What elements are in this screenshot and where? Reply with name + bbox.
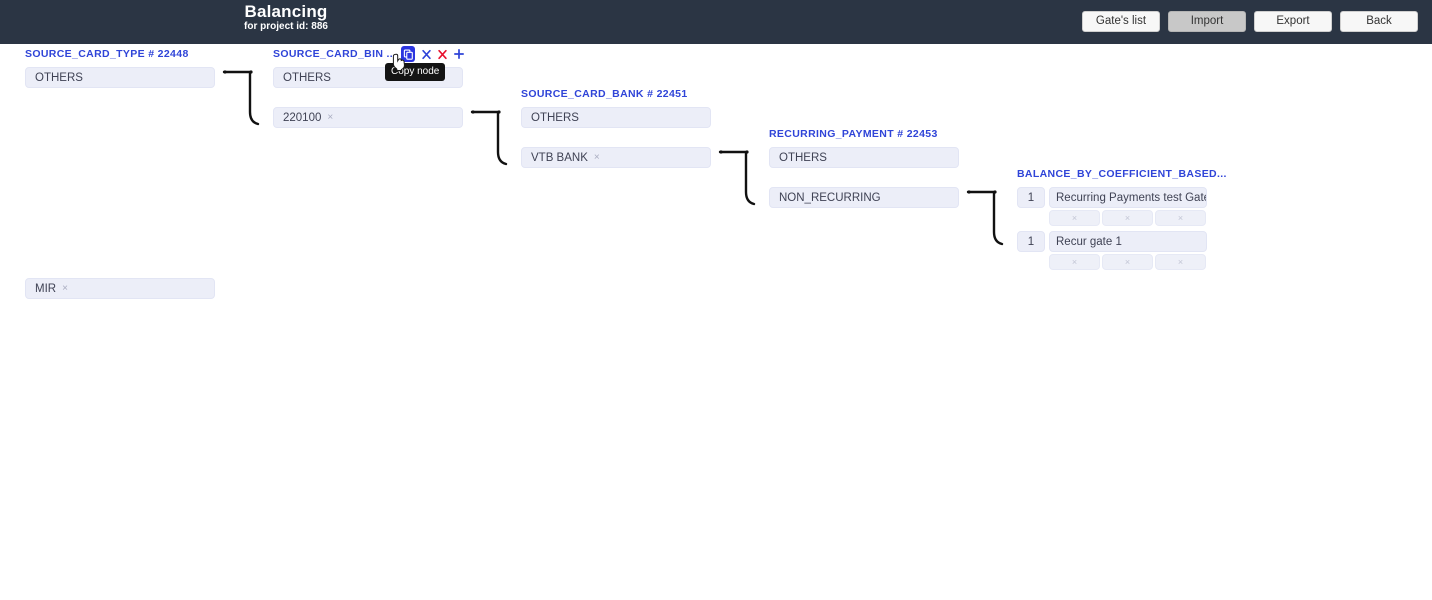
gate-body: Recur gate 1 × × × — [1049, 231, 1207, 270]
gate-slot-remove-icon[interactable]: × — [1124, 213, 1131, 223]
node-label: VTB BANK — [531, 151, 588, 164]
gate-row: 1 Recur gate 1 × × × — [1017, 231, 1212, 270]
column-header-source-card-bank: SOURCE_CARD_BANK # 22451 — [521, 86, 713, 102]
column-title: SOURCE_CARD_TYPE # 22448 — [25, 48, 189, 60]
column-title: SOURCE_CARD_BANK # 22451 — [521, 88, 688, 100]
gate-body: Recurring Payments test Gate × × × — [1049, 187, 1207, 226]
node-label: OTHERS — [35, 71, 83, 84]
top-bar: Balancing for project id: 886 Gate's lis… — [0, 0, 1432, 44]
node-label: OTHERS — [531, 111, 579, 124]
connector-col4-gates — [966, 190, 1004, 246]
balancing-tree-canvas: SOURCE_CARD_TYPE # 22448 OTHERS MIR × SO… — [0, 44, 1432, 600]
node-label: OTHERS — [779, 151, 827, 164]
add-node-icon[interactable] — [453, 48, 465, 61]
export-button[interactable]: Export — [1254, 11, 1332, 32]
gate-name[interactable]: Recurring Payments test Gate — [1049, 187, 1207, 208]
column-header-recurring-payment: RECURRING_PAYMENT # 22453 — [769, 126, 961, 142]
column-recurring-payment: RECURRING_PAYMENT # 22453 OTHERS NON_REC… — [769, 126, 961, 208]
gate-slot-remove-icon[interactable]: × — [1177, 213, 1184, 223]
column-source-card-type: SOURCE_CARD_TYPE # 22448 OTHERS MIR × — [25, 46, 217, 299]
node-chip[interactable]: MIR × — [25, 278, 215, 299]
connector-col2-col3 — [470, 110, 508, 166]
gate-slot[interactable]: × — [1155, 210, 1206, 226]
gate-slot-remove-icon[interactable]: × — [1071, 257, 1078, 267]
column-header-balance-by-coefficient: BALANCE_BY_COEFFICIENT_BASED... — [1017, 166, 1226, 182]
column-title: RECURRING_PAYMENT # 22453 — [769, 128, 938, 140]
gate-slot[interactable]: × — [1102, 210, 1153, 226]
node-chip[interactable]: OTHERS — [769, 147, 959, 168]
node-label: MIR — [35, 282, 57, 295]
gate-weight-input[interactable]: 1 — [1017, 187, 1045, 208]
remove-node-icon[interactable]: × — [62, 283, 68, 294]
gate-slot[interactable]: × — [1049, 210, 1100, 226]
copy-node-tooltip: Copy node — [385, 63, 446, 81]
gate-slot[interactable]: × — [1102, 254, 1153, 270]
node-chip[interactable]: NON_RECURRING — [769, 187, 959, 208]
gate-slot-remove-icon[interactable]: × — [1177, 257, 1184, 267]
back-button[interactable]: Back — [1340, 11, 1418, 32]
gate-slot-row: × × × — [1049, 210, 1207, 226]
column-source-card-bank: SOURCE_CARD_BANK # 22451 OTHERS VTB BANK… — [521, 86, 713, 168]
node-label: 220100 — [283, 111, 322, 124]
gate-slot-row: × × × — [1049, 254, 1207, 270]
connector-col3-col4 — [718, 150, 756, 206]
gate-slot-remove-icon[interactable]: × — [1071, 213, 1078, 223]
cut-node-icon[interactable] — [420, 48, 431, 61]
gate-name[interactable]: Recur gate 1 — [1049, 231, 1207, 252]
import-button[interactable]: Import — [1168, 11, 1246, 32]
node-chip[interactable]: 220100 × — [273, 107, 463, 128]
column-header-source-card-type: SOURCE_CARD_TYPE # 22448 — [25, 46, 217, 62]
gate-weight-input[interactable]: 1 — [1017, 231, 1045, 252]
gate-row: 1 Recurring Payments test Gate × × × — [1017, 187, 1212, 226]
node-label: NON_RECURRING — [779, 191, 881, 204]
column-title: BALANCE_BY_COEFFICIENT_BASED... — [1017, 168, 1227, 180]
gate-slot[interactable]: × — [1049, 254, 1100, 270]
header-actions: Gate's list Import Export Back — [1082, 11, 1418, 32]
gate-slot-remove-icon[interactable]: × — [1124, 257, 1131, 267]
column-title: SOURCE_CARD_BIN ... — [273, 48, 397, 60]
node-chip[interactable]: OTHERS — [521, 107, 711, 128]
connector-col1-col2 — [222, 70, 260, 126]
remove-node-icon[interactable]: × — [327, 112, 334, 123]
gate-slot[interactable]: × — [1155, 254, 1206, 270]
node-chip[interactable]: OTHERS — [25, 67, 215, 88]
copy-node-icon[interactable] — [401, 46, 416, 62]
delete-node-icon[interactable] — [437, 48, 448, 61]
gates-list-button[interactable]: Gate's list — [1082, 11, 1160, 32]
column-source-card-bin: SOURCE_CARD_BIN ... — [273, 46, 465, 128]
node-chip[interactable]: VTB BANK × — [521, 147, 711, 168]
remove-node-icon[interactable]: × — [593, 152, 600, 163]
column-header-source-card-bin: SOURCE_CARD_BIN ... — [273, 46, 465, 81]
node-label: OTHERS — [283, 71, 331, 84]
column-balance-by-coefficient: BALANCE_BY_COEFFICIENT_BASED... 1 Recurr… — [1017, 166, 1226, 270]
